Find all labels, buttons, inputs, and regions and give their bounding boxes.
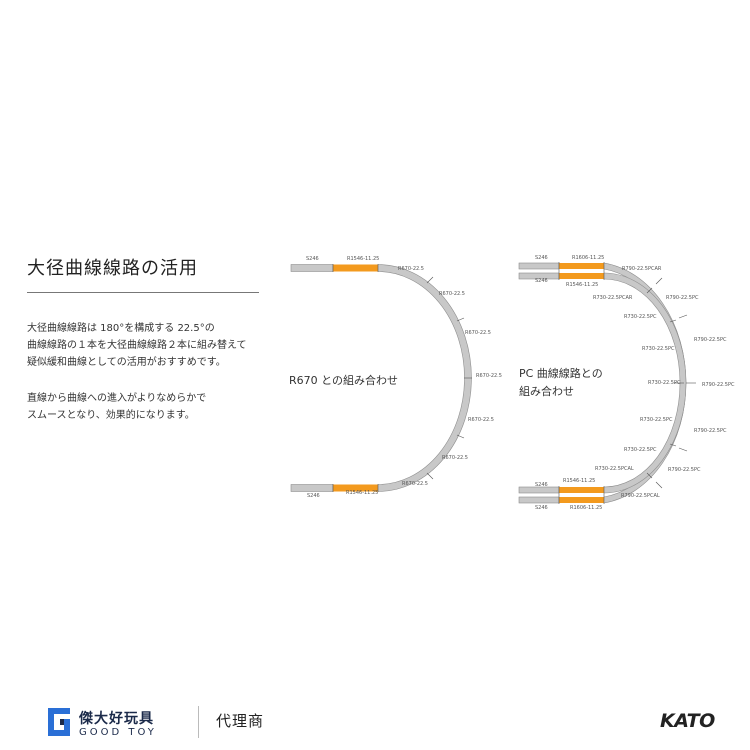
label-s246-bottom: S246 — [307, 493, 320, 499]
footer-divider — [198, 706, 199, 738]
label-r670-4: R670-22.5 — [476, 373, 502, 379]
title-rule — [27, 292, 259, 293]
label-pc-r730-1: R730-22.5PC — [624, 314, 657, 320]
description-line: 疑似緩和曲線としての活用がおすすめです。 — [27, 357, 226, 368]
label-pc-r790-2: R790-22.5PC — [694, 337, 727, 343]
label-pc-r730-cal: R730-22.5PCAL — [595, 466, 634, 472]
label-pc-r730-5: R730-22.5PC — [624, 447, 657, 453]
agent-label: 代理商 — [216, 712, 265, 730]
pc-s246-a-track — [518, 262, 560, 270]
label-pc-r730-4: R730-22.5PC — [640, 417, 673, 423]
s246-bottom-track — [290, 484, 334, 492]
label-pc-r730-car: R730-22.5PCAR — [593, 295, 633, 301]
label-pc-r790-car: R790-22.5PCAR — [622, 266, 662, 272]
label-pc-r1606-top: R1606-11.25 — [572, 255, 604, 261]
label-r670-5: R670-22.5 — [468, 417, 494, 423]
label-r1546-top: R1546-11.25 — [347, 256, 379, 262]
caption-r670: R670 との組み合わせ — [289, 373, 398, 387]
section-title: 大径曲線線路の活用 — [27, 258, 198, 279]
label-r670-3: R670-22.5 — [465, 330, 491, 336]
label-pc-s246-b: S246 — [535, 278, 548, 284]
label-pc-s246-c: S246 — [535, 482, 548, 488]
label-pc-r1606-bottom: R1606-11.25 — [570, 505, 602, 511]
label-pc-r1546-top: R1546-11.25 — [566, 282, 598, 288]
caption-pc-line1: PC 曲線線路との — [519, 366, 603, 380]
pc-joints — [558, 262, 696, 504]
description-line: 曲線線路の１本を大径曲線線路２本に組み替えて — [27, 340, 247, 351]
s246-top-track — [290, 264, 334, 272]
diagram-pc: S246 R1606-11.25 R790-22.5PCAR S246 R154… — [518, 255, 735, 511]
label-s246-top: S246 — [306, 256, 319, 262]
label-pc-r790-3: R790-22.5PC — [702, 382, 735, 388]
caption-pc-line2: 組み合わせ — [519, 384, 574, 398]
description-line: スムースとなり、効果的になります。 — [27, 410, 195, 421]
label-r670-2: R670-22.5 — [439, 291, 465, 297]
brand-english: GOOD TOY — [79, 727, 157, 738]
label-r1546-bottom: R1546-11.25 — [346, 490, 378, 496]
label-pc-s246-d: S246 — [535, 505, 548, 511]
label-pc-r790-4: R790-22.5PC — [694, 428, 727, 434]
description-line: 直線から曲線への進入がよりなめらかで — [27, 393, 207, 404]
description-line: 大径曲線線路は 180°を構成する 22.5°の — [27, 323, 215, 334]
label-pc-r730-2: R730-22.5PC — [642, 346, 675, 352]
label-pc-r1546-bottom: R1546-11.25 — [563, 478, 595, 484]
label-pc-r790-cal: R790-22.5PCAL — [621, 493, 660, 499]
label-r670-1: R670-22.5 — [398, 266, 424, 272]
label-r670-7: R670-22.5 — [402, 481, 428, 487]
description-paragraph-1: 大径曲線線路は 180°を構成する 22.5°の 曲線線路の１本を大径曲線線路２… — [27, 320, 267, 371]
label-pc-r790-5: R790-22.5PC — [668, 467, 701, 473]
label-r670-6: R670-22.5 — [442, 455, 468, 461]
r670-joints — [332, 264, 472, 492]
label-pc-r730-3: R730-22.5PC — [648, 380, 681, 386]
description-paragraph-2: 直線から曲線への進入がよりなめらかで スムースとなり、効果的になります。 — [27, 390, 267, 424]
label-pc-s246-a: S246 — [535, 255, 548, 261]
pc-s246-d-track — [518, 496, 560, 504]
brand-name: 傑大好玩具 — [79, 711, 154, 727]
label-pc-r790-1: R790-22.5PC — [666, 295, 699, 301]
good-toy-logo-icon — [48, 708, 70, 736]
kato-logo: KATO — [660, 710, 715, 732]
diagram-r670: S246 R1546-11.25 R670-22.5 R670-22.5 R67… — [289, 256, 502, 499]
